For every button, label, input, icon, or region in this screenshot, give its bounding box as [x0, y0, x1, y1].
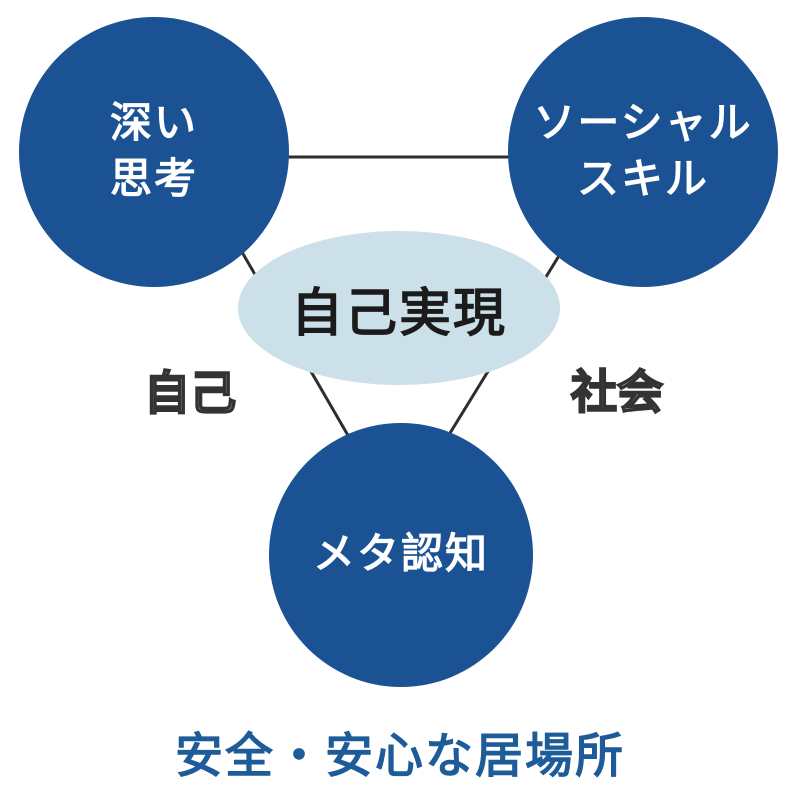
- caption-safe-place: 安全・安心な居場所: [174, 730, 625, 783]
- edge-label-self: 自己: [143, 366, 237, 420]
- deep-thinking-circle: 深い 思考: [19, 17, 289, 287]
- metacognition-label: メタ認知: [313, 527, 489, 583]
- social-skills-label-line2: スキル: [576, 157, 709, 203]
- metacognition-label-line1: メタ認知: [312, 532, 489, 578]
- metacognition-circle: メタ認知: [269, 423, 533, 687]
- deep-thinking-label: 深い 思考: [110, 96, 198, 208]
- deep-thinking-label-line1: 深い: [109, 101, 198, 147]
- social-skills-circle: ソーシャル スキル: [508, 17, 778, 287]
- self-actualization-label: 自己実現: [290, 285, 507, 343]
- social-skills-label: ソーシャル スキル: [533, 96, 752, 208]
- self-actualization-ellipse: 自己実現: [238, 231, 560, 385]
- deep-thinking-label-line2: 思考: [109, 157, 198, 203]
- edge-label-society: 社会: [570, 365, 664, 419]
- social-skills-label-line1: ソーシャル: [533, 101, 753, 147]
